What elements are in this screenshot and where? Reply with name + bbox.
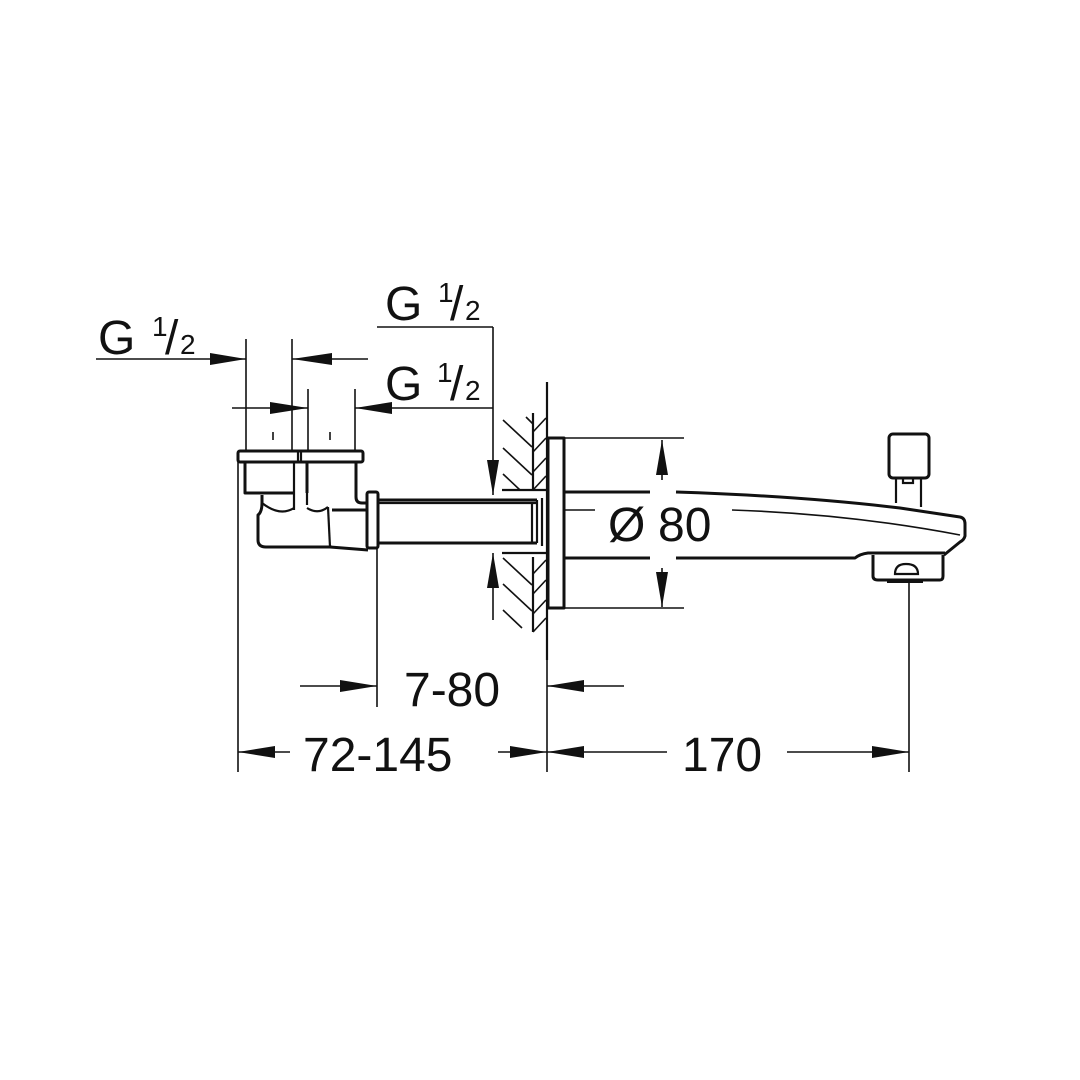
thread-dim-left-lines xyxy=(96,339,368,450)
thread-slash: / xyxy=(450,358,464,411)
wall-depth-dimension: 7-80 xyxy=(300,664,624,717)
thread-prefix: G xyxy=(98,312,135,365)
projection-value: 170 xyxy=(682,729,762,782)
arrowhead xyxy=(292,353,332,365)
arrowhead xyxy=(210,353,246,365)
valve-connector xyxy=(236,449,369,552)
arrowhead xyxy=(270,402,308,414)
thread-prefix: G xyxy=(385,278,422,331)
thread-numerator: 1 xyxy=(438,277,454,308)
diameter-dimension: Ø 80 xyxy=(608,440,711,607)
arrowhead xyxy=(656,440,668,475)
arrowhead xyxy=(487,553,499,588)
wall-depth-value: 7-80 xyxy=(404,664,500,717)
diameter-value: 80 xyxy=(658,499,711,552)
arrowhead xyxy=(547,680,584,692)
arrowhead xyxy=(238,746,275,758)
thread-denominator: 2 xyxy=(180,329,196,360)
thread-slash: / xyxy=(450,278,464,331)
arrowhead xyxy=(872,746,909,758)
thread-numerator: 1 xyxy=(437,357,453,388)
arrowhead xyxy=(355,402,392,414)
adjustable-length-dimension: 72-145 xyxy=(238,729,547,782)
extension-pipe xyxy=(365,490,544,550)
thread-numerator: 1 xyxy=(152,311,168,342)
thread-denominator: 2 xyxy=(465,295,481,326)
thread-label-middle: G 1 / 2 xyxy=(385,357,481,411)
spout-body xyxy=(564,432,967,583)
arrowhead xyxy=(487,460,499,495)
thread-dim-middle-lines xyxy=(232,389,493,450)
arrowhead xyxy=(340,680,377,692)
wall-rosette xyxy=(546,436,684,610)
wall-section xyxy=(502,382,549,660)
arrowhead xyxy=(547,746,584,758)
arrowhead xyxy=(510,746,547,758)
thread-denominator: 2 xyxy=(465,375,481,406)
arrowhead xyxy=(656,572,668,607)
thread-leader-top xyxy=(377,326,499,620)
extension-lines xyxy=(237,462,910,772)
thread-label-top: G 1 / 2 xyxy=(385,277,481,331)
projection-dimension: 170 xyxy=(547,729,909,782)
thread-label-left: G 1 / 2 xyxy=(98,311,196,365)
adjustable-length-value: 72-145 xyxy=(303,729,452,782)
diameter-symbol: Ø xyxy=(608,499,645,552)
thread-slash: / xyxy=(165,312,179,365)
